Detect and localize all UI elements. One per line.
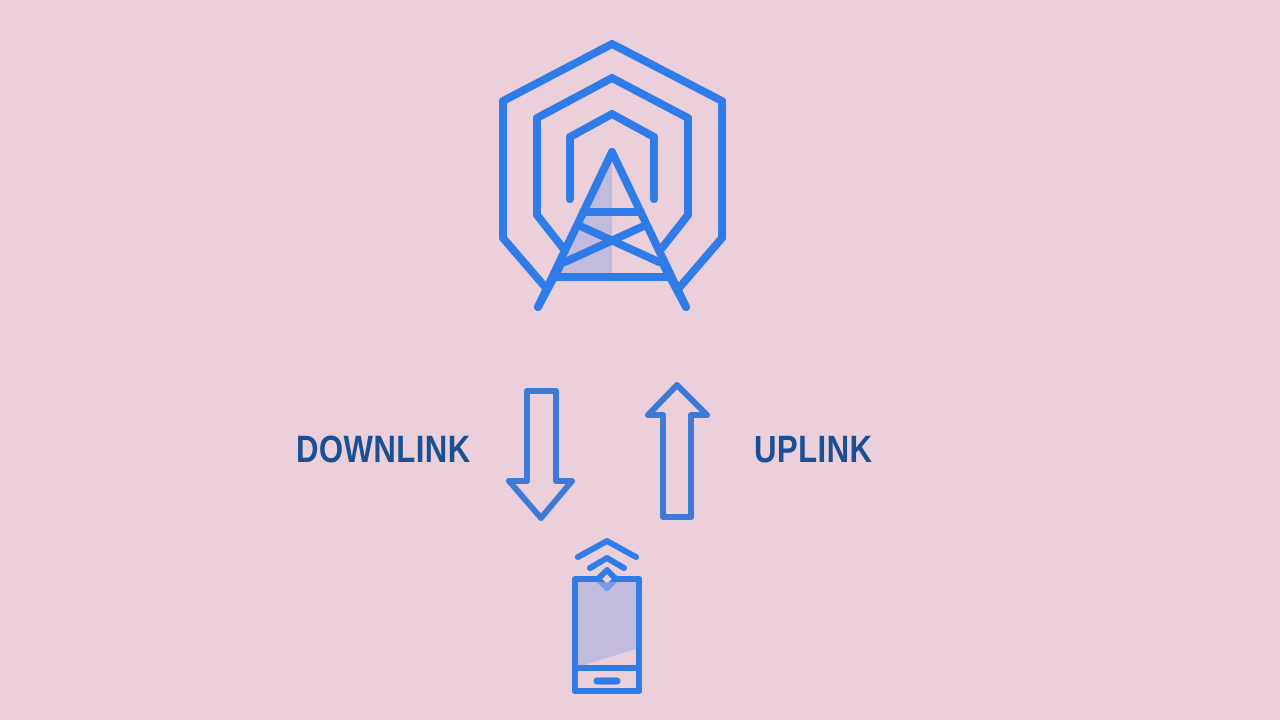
signal-wave-middle-left <box>533 74 616 252</box>
tower-foot-left <box>534 262 564 311</box>
signal-wave-outer-right <box>608 40 726 292</box>
signal-wave-outer-left <box>499 40 616 292</box>
wifi-arc-inner <box>587 555 627 571</box>
tower-foot-right <box>660 262 690 311</box>
tower-frame <box>534 148 690 311</box>
arrow-down-icon <box>506 388 575 521</box>
signal-wave-middle-right <box>608 74 692 252</box>
uplink-label: UPLINK <box>754 429 873 471</box>
downlink-label: DOWNLINK <box>296 429 471 471</box>
smartphone-icon <box>572 538 642 694</box>
phone-outline <box>572 576 642 694</box>
phone-screen-shade <box>575 582 639 668</box>
wifi-arc-outer <box>575 538 639 560</box>
signal-waves-icon <box>499 40 726 292</box>
signal-wave-inner-right <box>608 110 658 203</box>
arrow-up-icon <box>645 382 710 520</box>
tower-brace-b <box>561 221 650 266</box>
cell-tower-icon <box>499 40 726 311</box>
phone-body <box>572 576 642 694</box>
signal-wave-inner-left <box>566 110 616 203</box>
tower-brace-a <box>574 221 663 266</box>
